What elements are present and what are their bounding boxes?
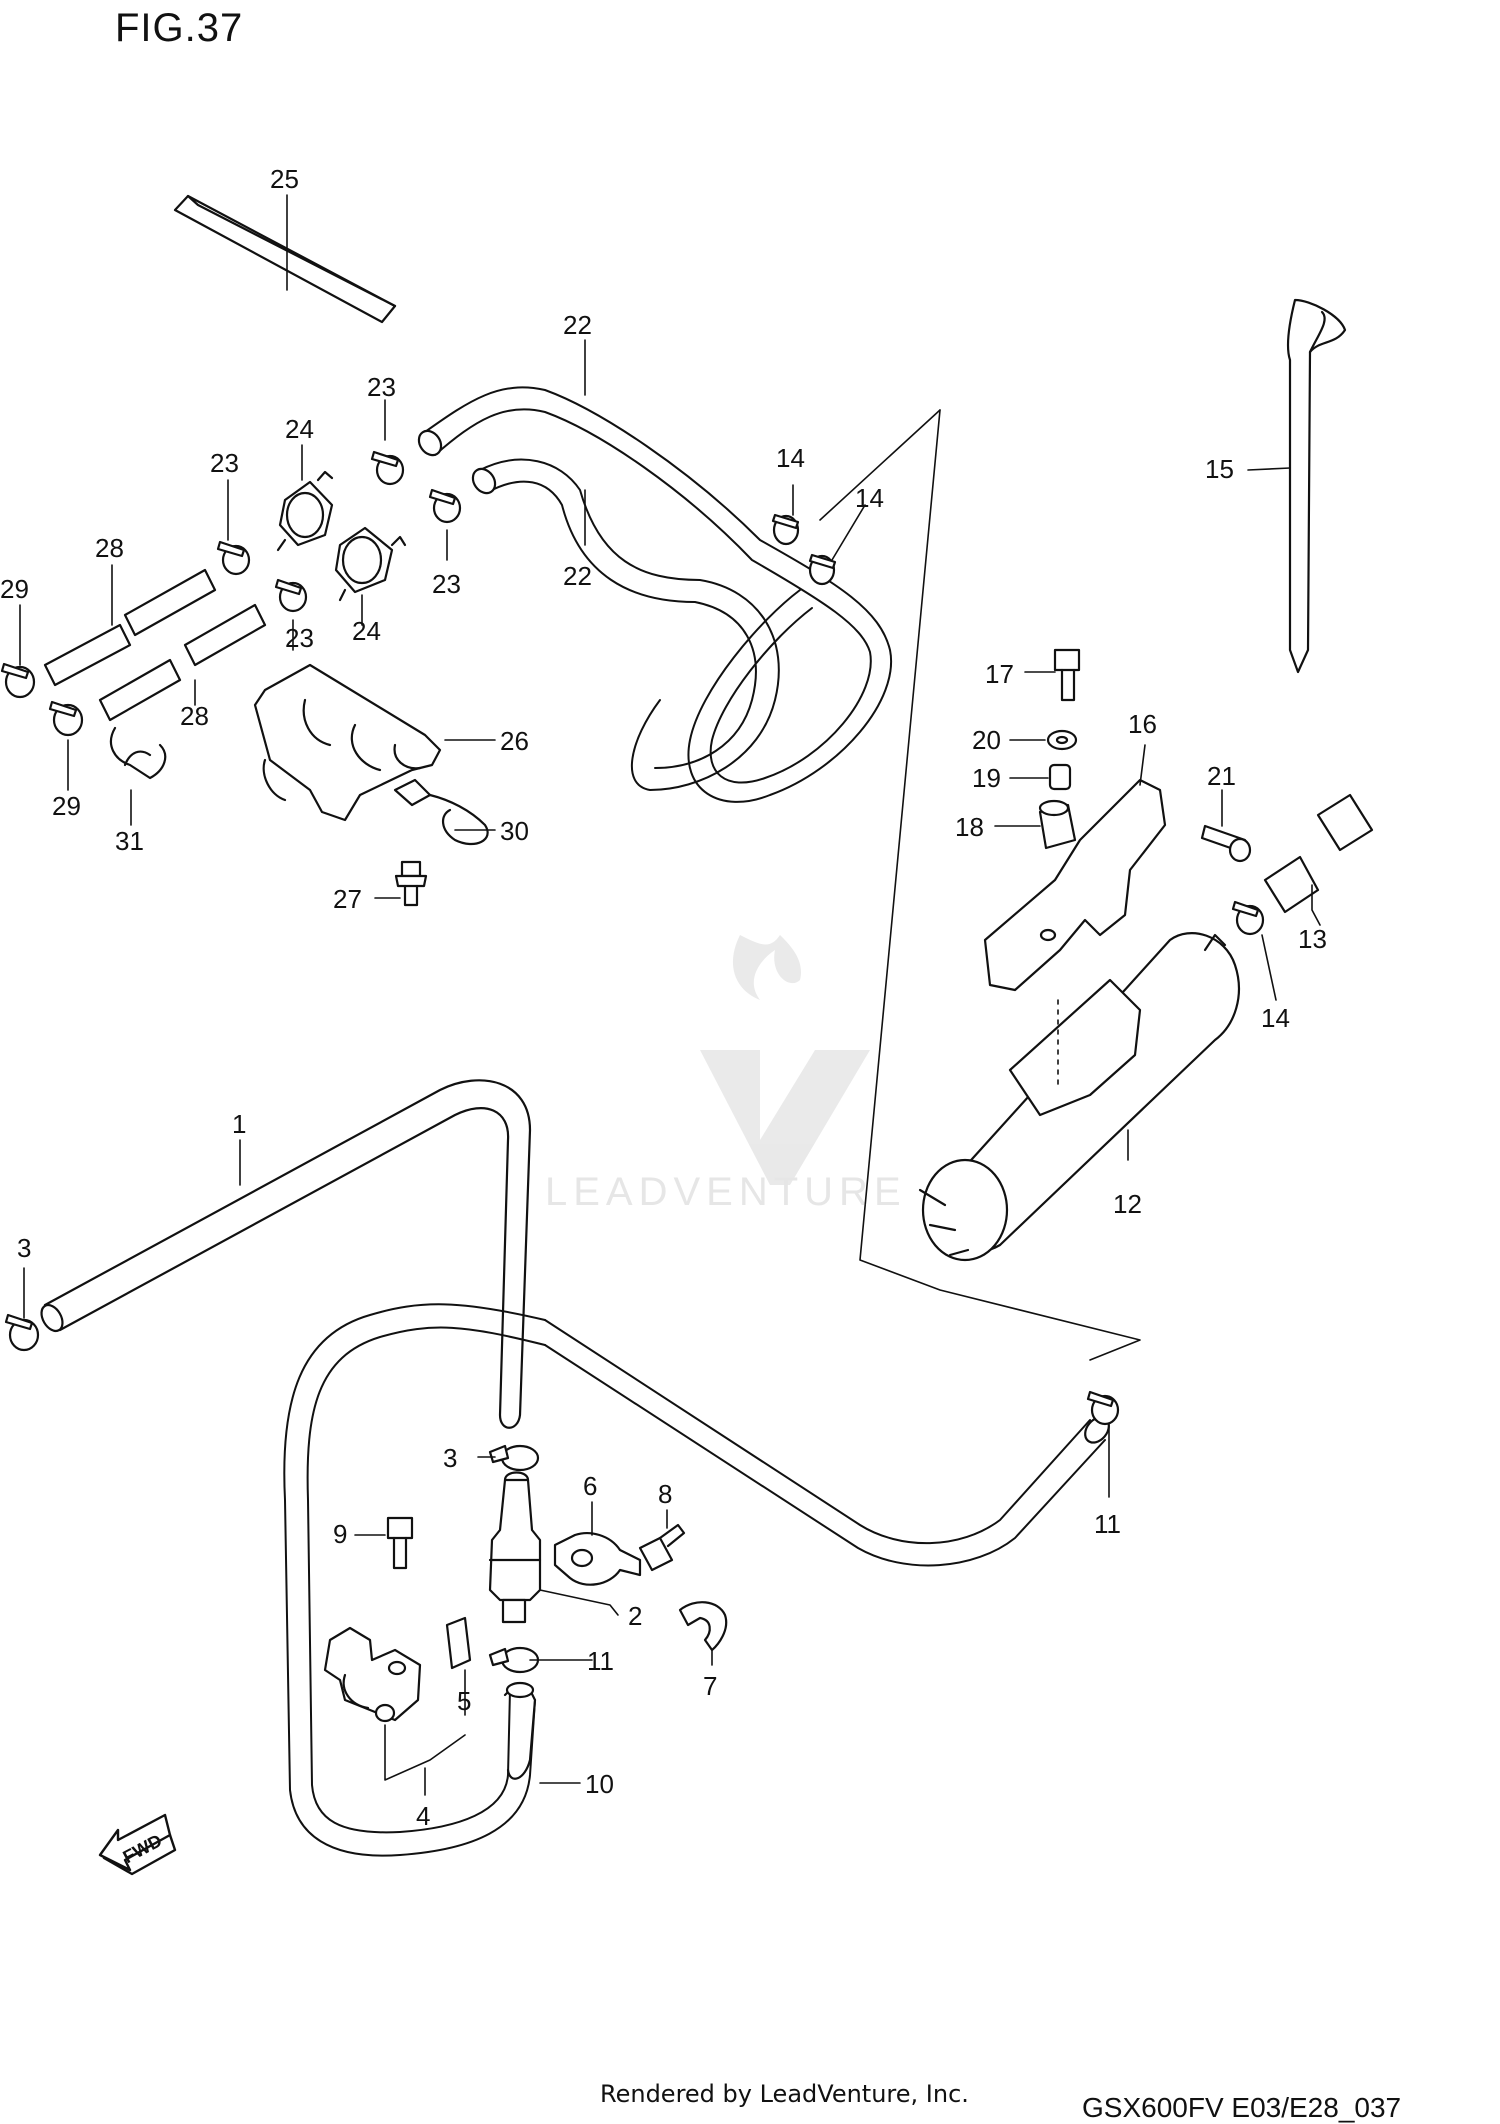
hose-clamp-23-d [274, 578, 308, 613]
callout-14-c: 14 [1261, 1003, 1290, 1033]
callout-15: 15 [1205, 454, 1234, 484]
watermark-text: LEADVENTURE [545, 1170, 907, 1214]
callout-16: 16 [1128, 709, 1157, 739]
chevron-logo-icon [700, 1050, 870, 1185]
cushion-18 [1038, 799, 1077, 850]
callout-22-lower: 22 [563, 561, 592, 591]
figure-title: FIG.37 [115, 6, 244, 50]
callout-28-a: 28 [95, 533, 124, 563]
hose-clamp-29-a [0, 662, 36, 699]
clip-7 [678, 1601, 728, 1652]
check-valve-a [276, 470, 334, 552]
vent-hose-outer [417, 386, 893, 803]
bolt-27 [394, 860, 428, 907]
callout-20: 20 [972, 725, 1001, 755]
callout-7: 7 [703, 1671, 717, 1701]
callout-24-a: 24 [285, 414, 314, 444]
fuel-hose-10 [283, 1303, 546, 1857]
flame-icon [732, 935, 801, 1000]
hose-clamp-23-b [428, 488, 462, 524]
hose-clamp-11-center [488, 1646, 540, 1674]
hose-clamp-3-left [4, 1313, 40, 1352]
callout-14-a: 14 [776, 443, 805, 473]
callout-22-top: 22 [563, 310, 592, 340]
fwd-arrow [98, 1813, 177, 1876]
callout-2: 2 [628, 1601, 642, 1631]
hose-clamp-29-b [48, 700, 84, 737]
callout-11-center: 11 [587, 1646, 614, 1676]
clamp-6 [553, 1532, 642, 1586]
reference-lines [819, 409, 1141, 1361]
clip-5 [445, 1616, 472, 1670]
callout-6: 6 [583, 1471, 597, 1501]
hose-clamp-3-center [488, 1444, 540, 1472]
callout-3-left: 3 [17, 1233, 31, 1263]
watermark: LEADVENTURE [545, 935, 907, 1214]
callout-27: 27 [333, 884, 362, 914]
short-hose-28-b [98, 603, 267, 722]
callout-26: 26 [500, 726, 529, 756]
callout-23-d: 23 [285, 623, 314, 653]
leader-lines [19, 194, 1321, 1796]
callout-17: 17 [985, 659, 1014, 689]
callout-8: 8 [658, 1479, 672, 1509]
callout-30: 30 [500, 816, 529, 846]
strip-pad [173, 194, 397, 324]
callout-14-b: 14 [855, 483, 884, 513]
bolt-21 [1200, 824, 1252, 863]
pump-bracket-16 [983, 778, 1167, 992]
collar-19 [1048, 763, 1072, 791]
cable-tie-30 [393, 778, 489, 846]
callout-4: 4 [416, 1801, 430, 1831]
washer-20 [1046, 729, 1078, 751]
callout-11-right: 11 [1094, 1509, 1121, 1539]
callout-24-b: 24 [352, 616, 381, 646]
diagram-code-footer: GSX600FV E03/E28_037 [1082, 2092, 1402, 2123]
bracket-4 [323, 1626, 422, 1723]
callout-13: 13 [1298, 924, 1327, 954]
hose-clamp-14-right [1231, 900, 1265, 936]
callout-28-b: 28 [180, 701, 209, 731]
hose-clamp-23-c [216, 540, 251, 576]
fuel-pump-12 [918, 932, 1240, 1262]
bolt-17 [1053, 648, 1081, 702]
hose-clamp-11-right [1086, 1390, 1120, 1426]
callout-1: 1 [232, 1109, 246, 1139]
callout-3-center: 3 [443, 1443, 457, 1473]
callout-9: 9 [333, 1519, 347, 1549]
callout-12: 12 [1113, 1189, 1142, 1219]
fuel-hose-return [544, 1319, 1110, 1567]
short-hose-28-a [43, 568, 217, 687]
bolt-9 [386, 1516, 414, 1570]
callout-10: 10 [585, 1769, 614, 1799]
check-valve-b [334, 526, 407, 602]
callout-18: 18 [955, 812, 984, 842]
hose-bracket-26 [253, 663, 442, 822]
callout-23-b: 23 [432, 569, 461, 599]
fuel-hose-1 [40, 1079, 532, 1429]
hose-clamp-top-b [808, 553, 837, 586]
cable-tie-15 [1286, 298, 1347, 674]
callout-19: 19 [972, 763, 1001, 793]
callout-31: 31 [115, 826, 144, 856]
callout-29-b: 29 [52, 791, 81, 821]
short-hose-13 [1263, 793, 1374, 914]
callout-23-a: 23 [367, 372, 396, 402]
callout-5: 5 [457, 1686, 471, 1716]
hose-clamp-top-a [771, 513, 800, 546]
callout-21: 21 [1207, 761, 1236, 791]
vent-hose-inner [471, 458, 780, 791]
callout-29-a: 29 [0, 574, 29, 604]
callout-23-c: 23 [210, 448, 239, 478]
fuel-valve-2 [488, 1471, 542, 1624]
bolt-8 [638, 1523, 686, 1572]
hose-clip-31 [109, 726, 167, 780]
rendered-by-footer: Rendered by LeadVenture, Inc. [600, 2080, 969, 2108]
callout-25: 25 [270, 164, 299, 194]
hose-clamp-23-a [370, 450, 405, 486]
